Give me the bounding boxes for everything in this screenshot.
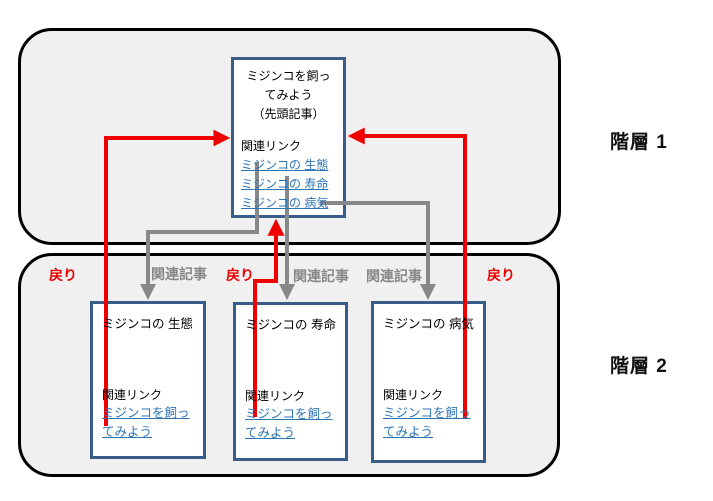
sub-related-links-label: 関連リンク	[383, 388, 444, 402]
sub-article-title: ミジンコの 病気	[383, 317, 474, 331]
top-article-title-line1: ミジンコを飼っ	[246, 69, 331, 83]
top-article-box: ミジンコを飼っ てみよう （先頭記事） 関連リンク ミジンコの 生態 ミジンコの…	[231, 57, 346, 218]
return-label-2: 戻り	[226, 267, 254, 283]
top-link-lifespan[interactable]: ミジンコの 寿命	[241, 177, 329, 191]
top-article-title-line2: てみよう	[264, 88, 313, 102]
top-link-disease[interactable]: ミジンコの 病気	[241, 196, 329, 210]
sub-link-top-article-line2[interactable]: てみよう	[245, 426, 296, 440]
tier2-label: 階層 2	[610, 356, 668, 377]
sub-link-top-article-line1[interactable]: ミジンコを飼っ	[383, 406, 471, 420]
top-article-title: ミジンコを飼っ てみよう （先頭記事）	[234, 60, 343, 124]
sub-link-top-article-line2[interactable]: てみよう	[102, 425, 153, 439]
sub-link-top-article-line2[interactable]: てみよう	[383, 425, 434, 439]
return-label-1: 戻り	[49, 267, 77, 283]
related-article-label-3: 関連記事	[366, 268, 422, 284]
top-related-links-label: 関連リンク	[241, 139, 302, 153]
sub-related-links-label: 関連リンク	[245, 389, 306, 403]
sub-link-top-article-line1[interactable]: ミジンコを飼っ	[245, 407, 333, 421]
sub-article-box-lifespan: ミジンコの 寿命 関連リンク ミジンコを飼っ てみよう	[233, 302, 348, 461]
sub-related-links-label: 関連リンク	[102, 388, 163, 402]
top-article-title-line3: （先頭記事）	[252, 107, 325, 121]
sub-article-title: ミジンコの 寿命	[245, 318, 336, 332]
top-link-ecology[interactable]: ミジンコの 生態	[241, 158, 329, 172]
sub-link-top-article-line1[interactable]: ミジンコを飼っ	[102, 406, 190, 420]
sub-article-title: ミジンコの 生態	[102, 317, 193, 331]
sub-article-box-ecology: ミジンコの 生態 関連リンク ミジンコを飼っ てみよう	[90, 301, 206, 459]
sub-article-box-disease: ミジンコの 病気 関連リンク ミジンコを飼っ てみよう	[371, 301, 486, 463]
tier1-label: 階層 1	[610, 132, 668, 153]
related-article-label-1: 関連記事	[151, 266, 207, 282]
return-label-3: 戻り	[487, 267, 515, 283]
related-article-label-2: 関連記事	[293, 268, 349, 284]
